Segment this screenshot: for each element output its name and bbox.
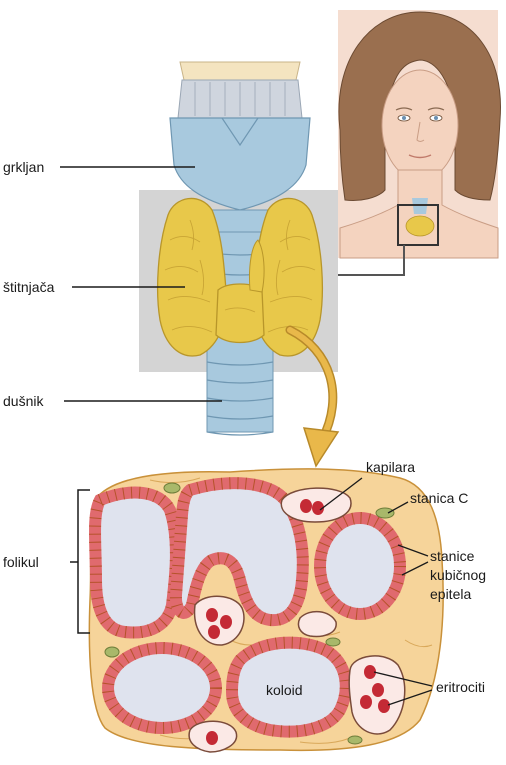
thyroid-isthmus xyxy=(216,284,264,343)
label-capillary: kapilara xyxy=(366,459,415,475)
cricoid-cartilage xyxy=(210,210,270,232)
c-cell-4 xyxy=(326,638,340,646)
erythrocyte-1 xyxy=(300,499,312,513)
erythrocyte-4 xyxy=(220,615,232,629)
c-cell-3 xyxy=(105,647,119,657)
right-iris xyxy=(434,116,438,120)
face-inset xyxy=(338,10,500,275)
left-iris xyxy=(402,116,406,120)
label-epithelium-1: stanice xyxy=(430,548,475,564)
label-epithelium-2: kubičnog xyxy=(430,567,486,583)
erythrocyte-9 xyxy=(360,695,372,709)
label-thyroid: štitnjača xyxy=(3,279,55,295)
label-colloid: koloid xyxy=(266,682,303,698)
erythrocyte-10 xyxy=(378,699,390,713)
erythrocyte-3 xyxy=(206,608,218,622)
label-epithelium-3: epitela xyxy=(430,586,471,602)
label-trachea: dušnik xyxy=(3,393,44,409)
capillary-small xyxy=(298,612,336,637)
arrow-head-icon xyxy=(304,428,338,466)
label-erythrocytes: eritrociti xyxy=(436,679,485,695)
label-c-cell: stanica C xyxy=(410,490,468,506)
follicle-bracket xyxy=(78,490,90,633)
hyoid-bone xyxy=(180,62,300,80)
c-cell-1 xyxy=(164,483,180,493)
erythrocyte-8 xyxy=(372,683,384,697)
mini-thyroid xyxy=(406,216,434,236)
label-larynx: grkljan xyxy=(3,159,44,175)
label-follicle: folikul xyxy=(3,554,39,570)
erythrocyte-5 xyxy=(208,625,220,639)
erythrocyte-6 xyxy=(206,731,218,745)
c-cell-5 xyxy=(348,736,362,744)
c-cell-2 xyxy=(376,508,394,518)
